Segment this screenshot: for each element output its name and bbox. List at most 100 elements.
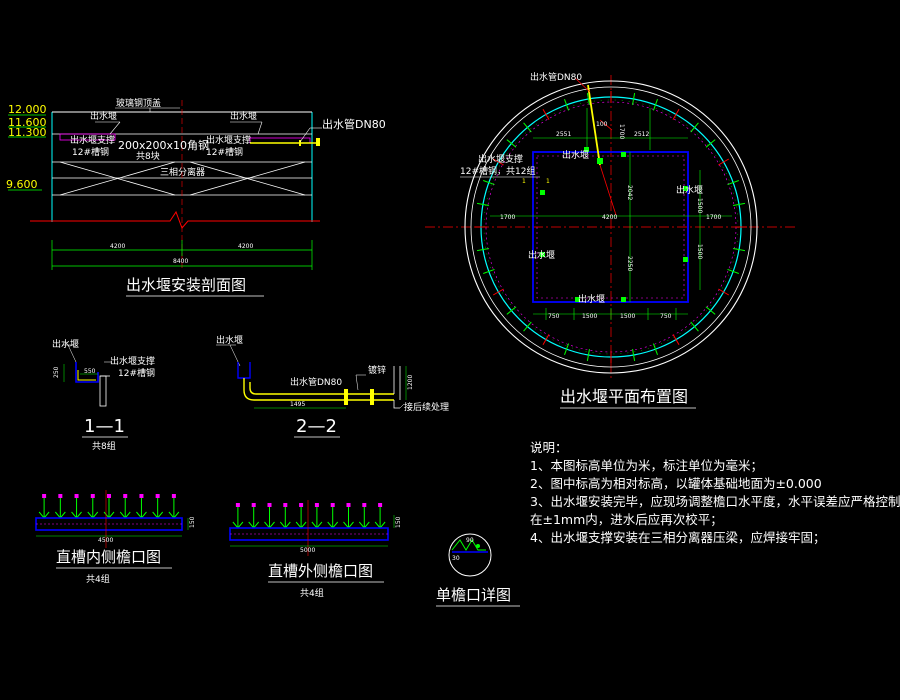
label-outlet-weir-right: 出水堰 — [230, 110, 257, 122]
d1-label-channel: 12#槽钢 — [118, 367, 155, 379]
d1-label-weir: 出水堰 — [52, 338, 79, 350]
weir-support-ticks — [475, 91, 747, 363]
notch-bolt — [235, 503, 240, 507]
weir-support-tick — [542, 334, 550, 346]
note-item-2: 2、图中标高为相对标高，以罐体基础地面为±0.000 — [530, 476, 822, 491]
weir-support-tick — [476, 202, 489, 206]
label-pipe: 出水管DN80 — [322, 117, 386, 131]
single-notch-detail: 90 30 单檐口详图 — [436, 533, 520, 607]
notch-bolt — [58, 494, 63, 498]
notes-heading: 说明： — [530, 440, 568, 455]
plan-dim-4200: 4200 — [602, 214, 617, 221]
outer-notch-teeth — [232, 503, 386, 529]
label-angle-steel: 200x200x10角钢 — [118, 139, 209, 152]
weir-support-tick — [506, 306, 517, 315]
weir-support-tick — [564, 343, 570, 355]
weir-support-tick — [705, 139, 716, 148]
outer-dim-total: 5000 — [300, 547, 315, 554]
plan-view: 出水管DN80 出水堰 出水堰支撑 12#槽钢，共12组 出水堰 出水堰 出水堰… — [425, 71, 795, 409]
inner-title: 直槽内侧檐口图 — [56, 548, 161, 566]
plan-dim-750-r: 750 — [660, 313, 672, 320]
tank-outer-wall — [464, 80, 758, 374]
note-item-3: 3、出水堰安装完毕，应现场调整檐口水平度，水平误差应严格控制 — [530, 494, 900, 509]
weir-support-tick — [476, 248, 489, 252]
plan-dim-2250: 2250 — [626, 256, 633, 271]
weir-support-tick — [727, 268, 739, 274]
plan-label-weir-bottom: 出水堰 — [578, 293, 605, 305]
notch-bolt — [171, 494, 176, 498]
outlet-pipe-dn80 — [587, 84, 601, 166]
label-support-right: 出水堰支撑 — [206, 134, 251, 146]
notch-bolt — [299, 503, 304, 507]
d2-label-weir: 出水堰 — [216, 334, 243, 346]
elevation-9600: 9.600 — [6, 178, 38, 191]
weir-support-tick — [733, 202, 746, 206]
plan-dim-1500-r1: 1500 — [696, 198, 703, 213]
weir-support-tick — [632, 349, 636, 362]
note-item-4: 在±1mm内，进水后应再次校平； — [530, 512, 723, 527]
plan-dim-1500-r2: 1500 — [696, 244, 703, 259]
weir-support-tick — [718, 158, 730, 166]
dim-left: 4200 — [110, 243, 125, 250]
note-item-1: 1、本图标高单位为米，标注单位为毫米； — [530, 458, 763, 473]
notch-bolt — [251, 503, 256, 507]
inner-notch-view: 4500 150 直槽内侧檐口图 共4组 — [35, 490, 196, 585]
plan-title: 出水堰平面布置图 — [560, 387, 688, 406]
notch-bolt — [330, 503, 335, 507]
weir-support-tick — [718, 288, 730, 296]
label-channel-left: 12#槽钢 — [72, 146, 109, 158]
inner-dim-total: 4500 — [98, 537, 113, 544]
notch-bolt — [42, 494, 47, 498]
notch-bolt — [139, 494, 144, 498]
tank-section-outline — [30, 100, 320, 270]
dim-total: 8400 — [173, 258, 188, 265]
label-outlet-weir-left: 出水堰 — [90, 110, 117, 122]
detail-1-1: 出水堰 出水堰支撑 12#槽钢 250 550 1—1 共8组 — [52, 338, 155, 452]
notch-bolt — [362, 503, 367, 507]
weir-support-tick — [523, 321, 532, 332]
d2-title: 2—2 — [296, 416, 337, 437]
dim-right: 4200 — [238, 243, 253, 250]
d2-label-fitting: 镀锌 — [368, 364, 386, 376]
plan-dim-2551: 2551 — [556, 131, 571, 138]
weir-support-tick — [542, 108, 550, 120]
weir-support-tick — [690, 321, 699, 332]
section-title: 出水堰安装剖面图 — [126, 276, 246, 294]
plan-dim-1700-top: 1700 — [618, 124, 625, 139]
d1-label-support: 出水堰支撑 — [110, 355, 155, 367]
plan-dim-100: 100 — [596, 121, 608, 128]
weir-support-tick — [586, 349, 590, 362]
weir-support-tick — [672, 334, 680, 346]
plan-label-weir-left: 出水堰 — [528, 249, 555, 261]
weir-support-tick — [586, 92, 590, 105]
notch-bolt — [155, 494, 160, 498]
inner-notch-teeth — [38, 494, 180, 519]
plan-marker-1-right: 1 — [546, 178, 550, 185]
weir-support-tick — [492, 288, 504, 296]
plan-dim-1500-b1: 1500 — [582, 313, 597, 320]
weir-support-tick — [690, 122, 699, 133]
label-separator: 三相分离器 — [160, 166, 205, 178]
plan-marker-1-left: 1 — [522, 178, 526, 185]
plan-dimensions — [490, 108, 732, 320]
section-leaders — [95, 107, 322, 143]
outer-dim-side: 150 — [395, 516, 402, 528]
section-view: 12.000 11.600 11.300 9.600 — [6, 97, 386, 297]
notch-bolt — [123, 494, 128, 498]
inner-count: 共4组 — [86, 573, 110, 585]
inner-square-weir — [532, 151, 689, 303]
notch-bolt — [378, 503, 383, 507]
plan-dim-2512: 2512 — [634, 131, 649, 138]
label-support-left: 出水堰支撑 — [70, 134, 115, 146]
weir-support-tick — [492, 158, 504, 166]
elevation-11300: 11.300 — [8, 126, 47, 139]
label-channel-right: 12#槽钢 — [206, 146, 243, 158]
d2-dim-h: 1200 — [407, 375, 414, 390]
d1-dim-a: 250 — [53, 366, 60, 378]
weir-support-tick — [483, 268, 495, 274]
inner-dim-side: 150 — [189, 516, 196, 528]
note-item-5: 4、出水堰支撑安装在三相分离器压梁，应焊接牢固； — [530, 530, 825, 545]
notch-bolt — [267, 503, 272, 507]
label-cover: 玻璃钢顶盖 — [116, 97, 161, 109]
